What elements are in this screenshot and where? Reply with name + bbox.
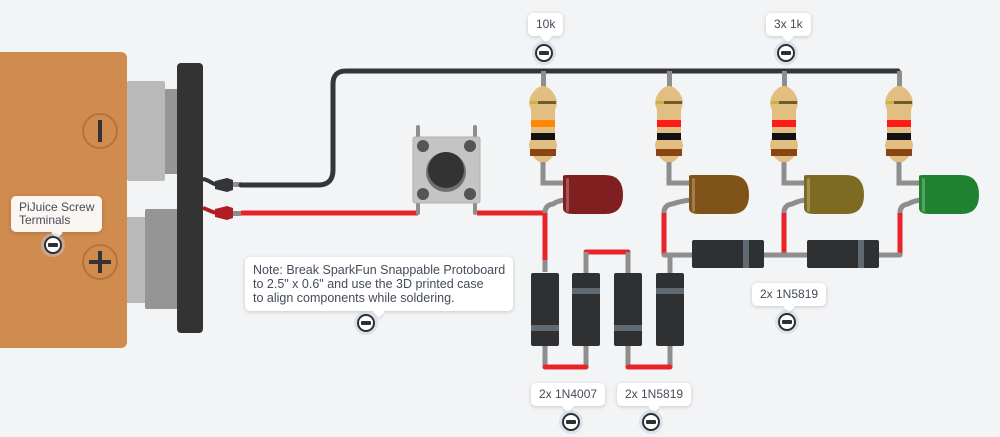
protoboard-note: Note: Break SparkFun Snappable Protoboar… [245, 257, 514, 311]
resistor-band [530, 149, 556, 156]
collapse-1n5819-horizontal-label-icon[interactable] [778, 313, 796, 331]
cathode-band [743, 240, 749, 268]
resistor-band [657, 120, 681, 127]
diode-1n5819-horizontal[interactable] [807, 240, 879, 268]
resistor-band [772, 120, 796, 127]
collapse-1n5819-vertical-label-icon[interactable] [642, 413, 660, 431]
diodes-1n5819-horizontal-label: 2x 1N5819 [752, 283, 827, 306]
led-orange[interactable] [661, 175, 749, 214]
terminal-housing-negative-inner [165, 89, 178, 174]
led-cathode-wires[interactable] [542, 213, 903, 272]
cathode-band [656, 288, 684, 294]
red-wire[interactable] [202, 206, 418, 220]
collapse-note-icon[interactable] [357, 314, 375, 332]
collapse-1k-label-icon[interactable] [777, 44, 795, 62]
diode-1n4007[interactable] [531, 273, 559, 346]
diode-1n5819[interactable] [656, 273, 684, 346]
black-wire[interactable] [202, 68, 901, 192]
resistor-1k-label: 3x 1k [766, 13, 811, 36]
resistor-1k[interactable] [655, 71, 689, 186]
resistor-band [772, 133, 796, 140]
led-yellow[interactable] [781, 175, 864, 214]
diodes [531, 240, 879, 346]
resistor-10k-label: 10k [528, 13, 564, 36]
collapse-10k-label-icon[interactable] [535, 44, 553, 62]
terminal-housing-positive [127, 217, 149, 303]
cathode-band [858, 240, 864, 268]
resistor-band [886, 149, 912, 156]
negative-terminal-icon [82, 113, 118, 149]
resistors [529, 71, 919, 186]
terminal-housing-positive-inner [145, 209, 178, 309]
resistor-band [657, 133, 681, 140]
resistor-1k[interactable] [885, 71, 919, 186]
pijuice-terminals-label: PiJuice Screw Terminals [11, 196, 103, 232]
cathode-band [572, 288, 600, 294]
diode-1n4007[interactable] [572, 273, 600, 346]
led-red[interactable] [542, 175, 623, 214]
cathode-band [614, 325, 642, 331]
collapse-1n4007-label-icon[interactable] [562, 413, 580, 431]
resistor-band [771, 149, 797, 156]
positive-terminal-icon [82, 244, 118, 280]
resistor-band [531, 120, 555, 127]
diode-1n5819[interactable] [614, 273, 642, 346]
collapse-pijuice-label-icon[interactable] [44, 236, 62, 254]
diodes-1n4007-label: 2x 1N4007 [531, 383, 606, 406]
terminal-block [177, 63, 203, 333]
resistor-band [887, 133, 911, 140]
resistor-band [531, 133, 555, 140]
led-green[interactable] [897, 175, 979, 214]
diodes-1n5819-vertical-label: 2x 1N5819 [617, 383, 692, 406]
resistor-10k[interactable] [529, 71, 563, 186]
leds [542, 175, 979, 214]
terminal-housing-negative [127, 81, 165, 181]
cathode-band [531, 325, 559, 331]
pushbutton[interactable] [412, 125, 481, 215]
diode-1n5819-horizontal[interactable] [692, 240, 764, 268]
resistor-1k[interactable] [770, 71, 804, 186]
resistor-band [887, 120, 911, 127]
resistor-band [656, 149, 682, 156]
